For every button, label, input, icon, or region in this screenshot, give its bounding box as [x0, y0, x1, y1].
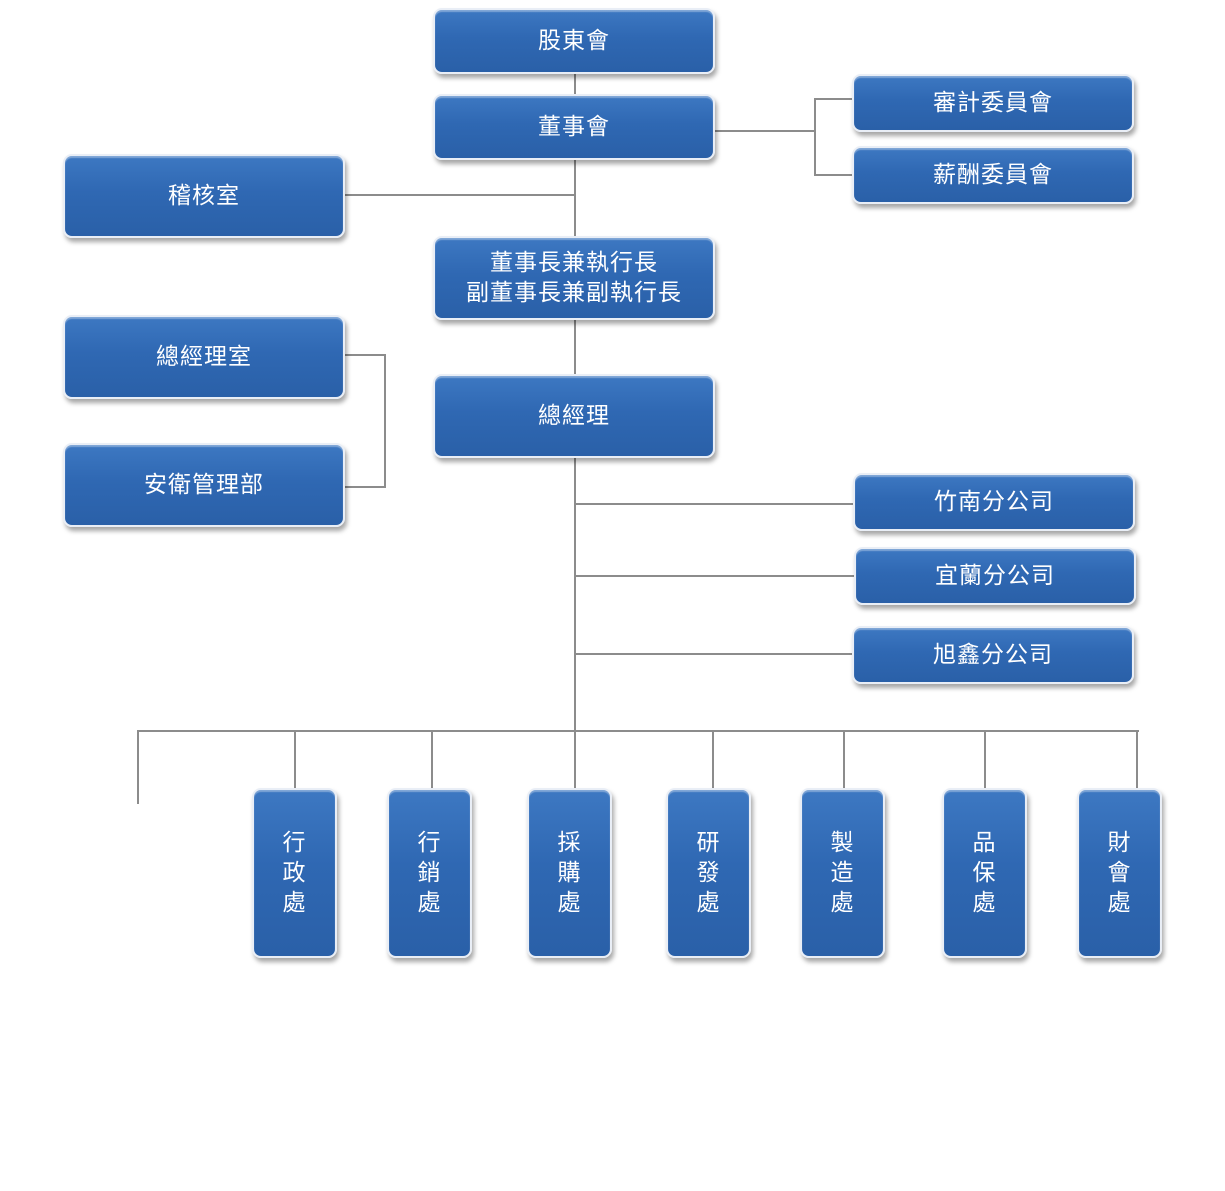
remuneration-committee-box: 薪酬委員會	[852, 146, 1134, 204]
connector	[984, 731, 986, 790]
connector	[714, 130, 815, 132]
department-label: 研發處	[696, 830, 721, 916]
internal-audit-box: 稽核室	[63, 154, 345, 238]
branch-box-yilan: 宜蘭分公司	[854, 547, 1136, 605]
chairman-label-line2: 副董事長兼副執行長	[466, 280, 682, 306]
branch-label: 竹南分公司	[934, 489, 1054, 515]
department-box-procurement: 採購處	[527, 788, 612, 958]
connector	[814, 98, 854, 100]
branch-label: 旭鑫分公司	[933, 642, 1053, 668]
chairman-label-line1: 董事長兼執行長	[490, 250, 658, 276]
department-label: 行銷處	[417, 830, 442, 916]
department-box-finance: 財會處	[1077, 788, 1162, 958]
department-box-manufacturing: 製造處	[800, 788, 885, 958]
gm-office-box: 總經理室	[63, 315, 345, 399]
connector	[344, 486, 386, 488]
connector	[137, 730, 1139, 732]
gm-office-label: 總經理室	[156, 344, 252, 370]
connector	[843, 731, 845, 790]
department-box-quality: 品保處	[942, 788, 1027, 958]
connector	[814, 98, 816, 176]
department-box-marketing: 行銷處	[387, 788, 472, 958]
chairman-box: 董事長兼執行長 副董事長兼副執行長	[433, 236, 715, 320]
connector	[384, 354, 386, 488]
remuneration-committee-label: 薪酬委員會	[933, 162, 1053, 188]
connector	[814, 174, 854, 176]
board-label: 董事會	[538, 114, 610, 140]
connector	[574, 158, 576, 238]
department-label: 行政處	[282, 830, 307, 916]
audit-committee-label: 審計委員會	[933, 90, 1053, 116]
connector	[574, 457, 576, 790]
department-box-admin: 行政處	[252, 788, 337, 958]
general-manager-box: 總經理	[433, 374, 715, 458]
connector	[137, 730, 139, 804]
department-label: 品保處	[972, 830, 997, 916]
department-label: 財會處	[1107, 830, 1132, 916]
safety-dept-label: 安衛管理部	[144, 472, 264, 498]
connector	[574, 72, 576, 96]
connector	[294, 731, 296, 790]
connector	[576, 503, 856, 505]
audit-committee-box: 審計委員會	[852, 74, 1134, 132]
connector	[576, 653, 856, 655]
branch-box-xuxin: 旭鑫分公司	[852, 626, 1134, 684]
department-label: 製造處	[830, 830, 855, 916]
safety-dept-box: 安衛管理部	[63, 443, 345, 527]
shareholders-box: 股東會	[433, 8, 715, 74]
connector	[1136, 731, 1138, 790]
connector	[574, 318, 576, 376]
connector	[344, 194, 575, 196]
department-box-rnd: 研發處	[666, 788, 751, 958]
connector	[712, 731, 714, 790]
branch-box-zhunan: 竹南分公司	[853, 473, 1135, 531]
department-label: 採購處	[557, 830, 582, 916]
shareholders-label: 股東會	[538, 28, 610, 54]
connector	[576, 575, 856, 577]
board-box: 董事會	[433, 94, 715, 160]
connector	[431, 731, 433, 790]
connector	[344, 354, 386, 356]
internal-audit-label: 稽核室	[168, 183, 240, 209]
general-manager-label: 總經理	[538, 403, 610, 429]
branch-label: 宜蘭分公司	[935, 563, 1055, 589]
